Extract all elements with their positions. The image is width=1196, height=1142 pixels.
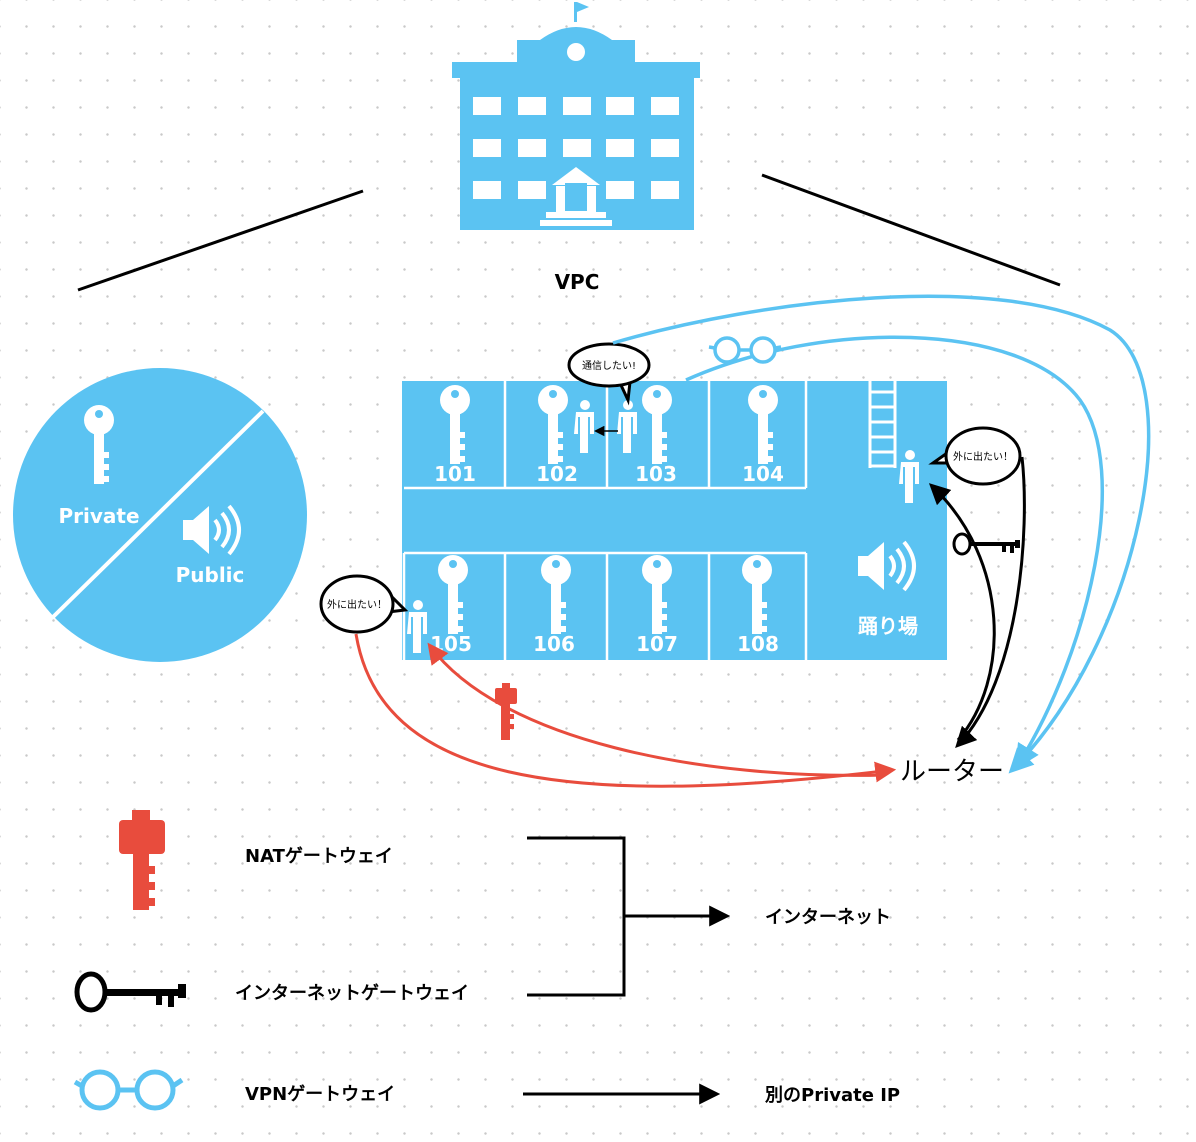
glasses-legend-icon bbox=[73, 1069, 184, 1111]
legend-nat: NATゲートウェイ bbox=[245, 845, 393, 867]
bubble-communicate: 通信したい! bbox=[567, 342, 651, 406]
legend-bracket bbox=[527, 836, 626, 997]
glasses-icon bbox=[708, 336, 782, 364]
room-101: 101 bbox=[434, 462, 476, 486]
bubble-go-out-left: 外に出たい！ bbox=[319, 574, 409, 634]
ladder-icon bbox=[868, 381, 897, 468]
igw-path-down bbox=[955, 456, 1026, 749]
legend: NATゲートウェイ インターネットゲートウェイ VPNゲートウェイ インターネッ… bbox=[73, 810, 900, 1111]
router-label: ルーター bbox=[900, 757, 1004, 787]
floor-plan: 101 102 103 104 105 106 107 108 踊り場 bbox=[402, 381, 947, 660]
room-107: 107 bbox=[636, 632, 678, 656]
roof-line-right bbox=[761, 173, 1061, 287]
bubble-go-out-right: 外に出たい！ bbox=[928, 426, 1022, 486]
vpn-path-inner bbox=[685, 335, 1104, 770]
public-label: Public bbox=[176, 563, 245, 587]
legend-internet: インターネット bbox=[765, 907, 891, 928]
legend-other-private-ip: 別のPrivate IP bbox=[765, 1085, 900, 1106]
private-label: Private bbox=[58, 504, 139, 528]
room-106: 106 bbox=[533, 632, 575, 656]
skeleton-key-icon bbox=[952, 532, 1020, 556]
igw-path-up bbox=[928, 483, 996, 741]
roof-line-left bbox=[77, 189, 364, 292]
vpn-path-outer bbox=[612, 294, 1151, 774]
room-104: 104 bbox=[742, 462, 784, 486]
nat-path-out bbox=[354, 633, 897, 788]
subnet-circle: Private Public bbox=[13, 368, 307, 662]
skeleton-key-legend-icon bbox=[74, 971, 186, 1013]
vpc-label: VPC bbox=[555, 270, 600, 294]
nat-key-icon bbox=[119, 810, 165, 910]
bubble-communicate-text: 通信したい! bbox=[582, 360, 636, 372]
bubble-go-out-left-text: 外に出たい！ bbox=[327, 598, 387, 611]
legend-vpn: VPNゲートウェイ bbox=[245, 1083, 395, 1105]
school-building-icon bbox=[452, 2, 700, 230]
legend-igw: インターネットゲートウェイ bbox=[235, 982, 469, 1004]
room-103: 103 bbox=[635, 462, 677, 486]
room-102: 102 bbox=[536, 462, 578, 486]
bubble-go-out-right-text: 外に出たい！ bbox=[953, 450, 1013, 463]
nat-path-back bbox=[427, 642, 886, 777]
room-108: 108 bbox=[737, 632, 779, 656]
landing-label: 踊り場 bbox=[858, 614, 918, 638]
nat-key-small-icon bbox=[495, 683, 517, 740]
